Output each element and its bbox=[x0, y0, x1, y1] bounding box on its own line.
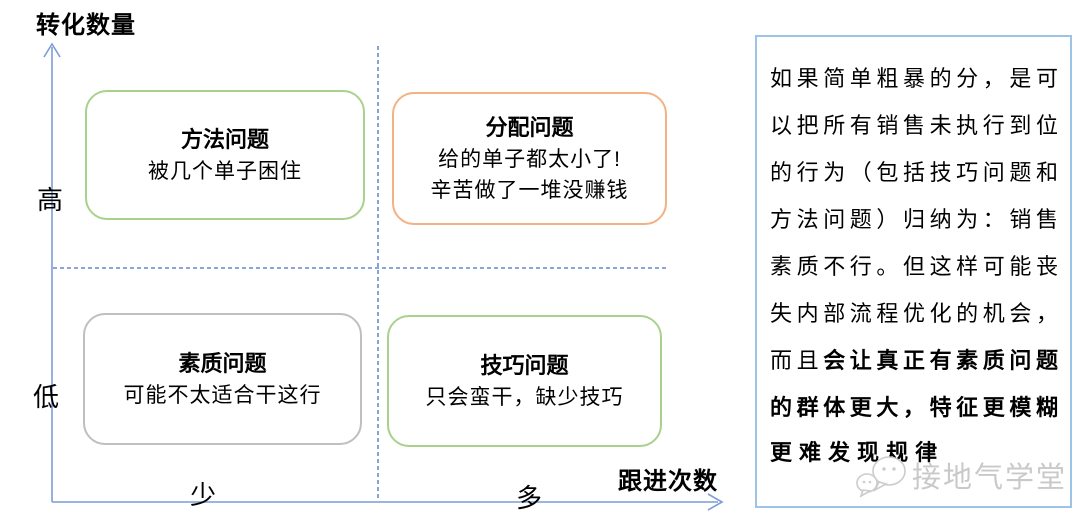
quadrant-title: 素质问题 bbox=[178, 350, 267, 376]
annotation-line: 方法问题）归纳为：销售 bbox=[770, 206, 1058, 232]
y-axis-arrow-icon bbox=[43, 42, 61, 58]
x-tick-few: 少 bbox=[190, 480, 217, 510]
quadrant-bottom-right: 技巧问题 只会蛮干，缺少技巧 bbox=[387, 315, 662, 447]
quadrant-title: 技巧问题 bbox=[480, 352, 569, 378]
quadrant-text: 给的单子都太小了! bbox=[438, 147, 621, 171]
quadrant-title: 分配问题 bbox=[485, 114, 574, 140]
quadrant-text: 只会蛮干，缺少技巧 bbox=[425, 385, 624, 409]
annotation-line: 如果简单粗暴的分，是可 bbox=[770, 65, 1058, 91]
annotation-line: 失内部流程优化的机会， bbox=[770, 300, 1058, 326]
annotation-line: 更难发现规律 bbox=[770, 440, 945, 465]
annotation-line: 而且会让真正有素质问题 bbox=[770, 347, 1058, 373]
quadrant-text: 可能不太适合干这行 bbox=[123, 383, 322, 407]
y-tick-high: 高 bbox=[37, 185, 64, 215]
x-axis-arrow-icon bbox=[707, 493, 724, 511]
x-tick-many: 多 bbox=[516, 483, 543, 513]
quadrant-top-left: 方法问题 被几个单子困住 bbox=[85, 90, 365, 220]
annotation-line: 的行为（包括技巧问题和 bbox=[770, 159, 1058, 185]
quadrant-text: 被几个单子困住 bbox=[148, 159, 302, 183]
quadrant-text: 辛苦做了一堆没赚钱 bbox=[430, 178, 629, 202]
annotation-panel: 如果简单粗暴的分，是可以把所有销售未执行到位的行为（包括技巧问题和方法问题）归纳… bbox=[755, 35, 1072, 508]
quadrant-title: 方法问题 bbox=[180, 126, 269, 152]
y-axis-label: 转化数量 bbox=[36, 12, 136, 39]
x-axis-label: 跟进次数 bbox=[618, 468, 718, 495]
y-tick-low: 低 bbox=[33, 382, 60, 412]
annotation-line: 以把所有销售未执行到位 bbox=[770, 112, 1058, 138]
quadrant-top-right: 分配问题 给的单子都太小了! 辛苦做了一堆没赚钱 bbox=[392, 92, 667, 225]
annotation-line: 素质不行。但这样可能丧 bbox=[770, 253, 1058, 279]
annotation-line: 的群体更大，特征更模糊 bbox=[770, 394, 1058, 420]
annotation-text: 如果简单粗暴的分，是可以把所有销售未执行到位的行为（包括技巧问题和方法问题）归纳… bbox=[757, 37, 1070, 476]
quadrant-bottom-left: 素质问题 可能不太适合干这行 bbox=[83, 313, 362, 445]
